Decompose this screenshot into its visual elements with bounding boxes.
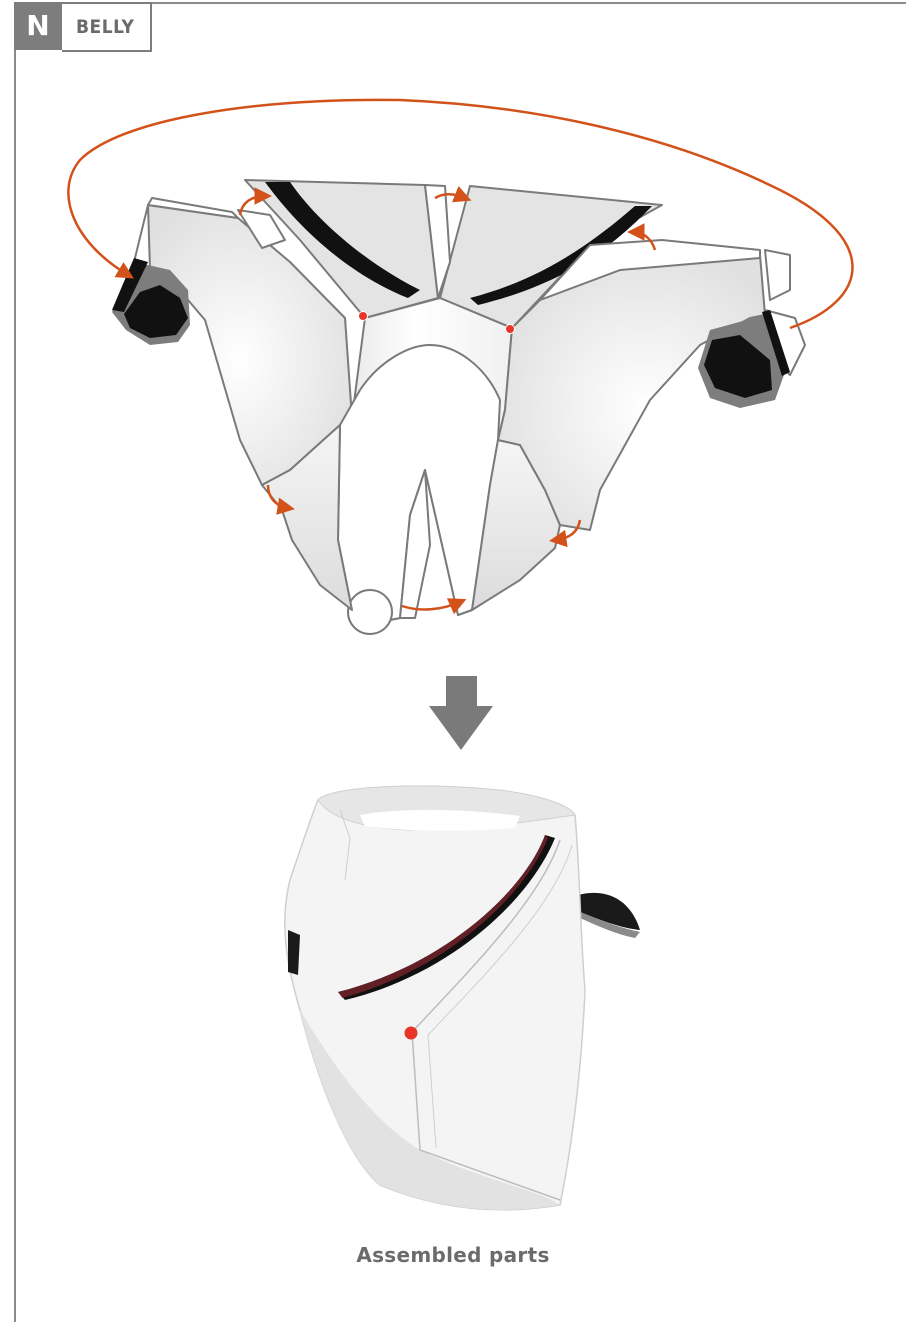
center-tab-circle xyxy=(348,590,392,634)
flat-pattern xyxy=(112,180,805,634)
assembled-alignment-dot xyxy=(405,1027,418,1040)
right-fold-tab xyxy=(765,250,790,300)
left-alignment-dot xyxy=(359,312,368,321)
assembled-part xyxy=(285,786,640,1210)
right-alignment-dot xyxy=(506,325,515,334)
down-arrow-icon xyxy=(429,676,493,750)
figure-caption: Assembled parts xyxy=(0,1243,906,1267)
